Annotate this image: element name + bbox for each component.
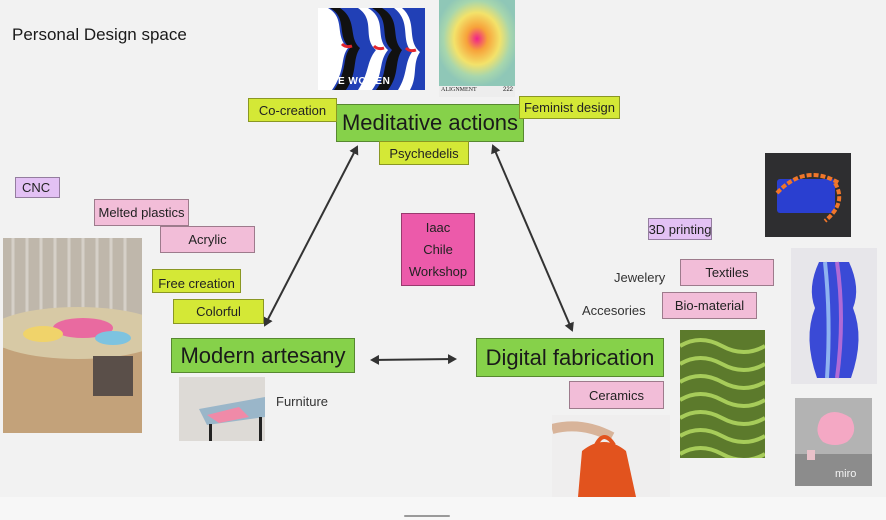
blue-bag-image[interactable] <box>765 153 851 237</box>
node-modern-artesany[interactable]: Modern artesany <box>171 338 355 373</box>
orange-bag-image[interactable] <box>552 415 670 497</box>
arrow-meditative-artesany[interactable] <box>263 145 359 327</box>
resin-table-image[interactable] <box>3 238 142 433</box>
furniture-table-illustration <box>179 377 265 441</box>
alignment-poster-image[interactable]: ALIGNMENT 222 <box>439 0 515 97</box>
resin-table-illustration <box>3 238 142 433</box>
green-ripple-image[interactable] <box>680 330 765 458</box>
label-jewelery[interactable]: Jewelery <box>614 270 666 285</box>
alignment-gradient-illustration <box>439 0 515 86</box>
workshop-line-chile: Chile <box>423 241 453 257</box>
sticky-feminist-design[interactable]: Feminist design <box>519 96 620 119</box>
workshop-line-workshop: Workshop <box>408 264 468 280</box>
bottom-toolbar <box>0 497 886 520</box>
blue-bag-illustration <box>765 153 851 237</box>
alignment-number: 222 <box>503 87 514 93</box>
node-meditative-actions[interactable]: Meditative actions <box>336 104 524 142</box>
sticky-bio-material[interactable]: Bio-material <box>662 292 757 319</box>
connector-arrows <box>263 144 574 365</box>
board-title: Personal Design space <box>12 25 187 44</box>
pink-lamp-image[interactable]: miro <box>795 398 872 486</box>
node-digital-fabrication[interactable]: Digital fabrication <box>476 338 664 377</box>
furniture-table-image[interactable] <box>179 377 265 441</box>
arrow-meditative-digital[interactable] <box>491 144 574 332</box>
miro-watermark: miro <box>835 468 857 480</box>
green-ripple-illustration <box>680 330 765 458</box>
sticky-textiles[interactable]: Textiles <box>680 259 774 286</box>
we-women-text: WE WOMEN <box>328 76 391 87</box>
drag-handle[interactable] <box>404 515 450 517</box>
sticky-cnc[interactable]: CNC <box>15 177 60 198</box>
sticky-acrylic[interactable]: Acrylic <box>160 226 255 253</box>
sticky-psychedelis[interactable]: Psychedelis <box>379 141 469 165</box>
vase-image[interactable] <box>791 248 877 384</box>
sticky-colorful[interactable]: Colorful <box>173 299 264 324</box>
sticky-iaac-chile-workshop[interactable]: Iaac Chile Workshop <box>401 213 475 286</box>
vase-illustration <box>791 248 877 384</box>
sticky-3d-printing[interactable]: 3D printing <box>648 218 712 240</box>
sticky-free-creation[interactable]: Free creation <box>152 269 241 293</box>
label-furniture[interactable]: Furniture <box>276 394 329 409</box>
we-women-poster-image[interactable]: WE WOMEN <box>318 8 425 90</box>
arrow-artesany-digital[interactable] <box>370 354 457 365</box>
pink-lamp-illustration <box>795 398 872 486</box>
alignment-caption: ALIGNMENT <box>441 87 477 93</box>
sticky-melted-plastics[interactable]: Melted plastics <box>94 199 189 226</box>
orange-bag-illustration <box>552 415 670 497</box>
sticky-ceramics[interactable]: Ceramics <box>569 381 664 409</box>
we-women-illustration <box>318 8 425 90</box>
sticky-co-creation[interactable]: Co-creation <box>248 98 337 122</box>
workshop-line-iaac: Iaac <box>425 219 451 235</box>
label-accesories[interactable]: Accesories <box>582 303 646 318</box>
